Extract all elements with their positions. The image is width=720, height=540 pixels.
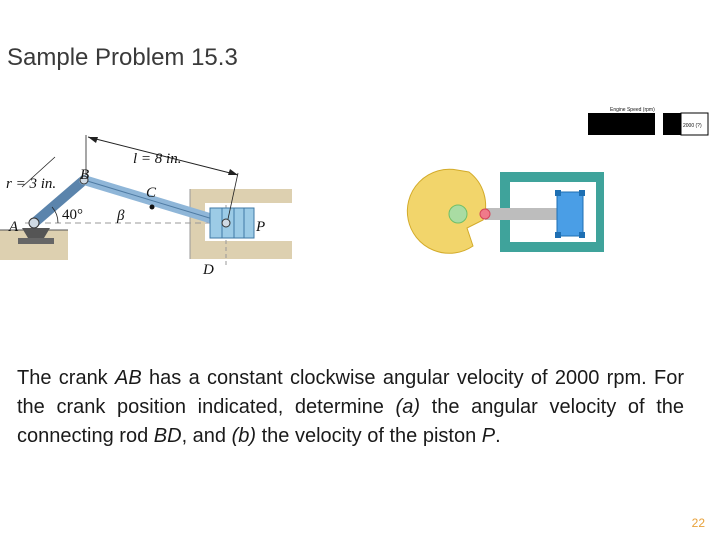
piston-p	[209, 207, 255, 239]
label-c: C	[146, 185, 157, 201]
pin-support-a	[22, 228, 50, 238]
label-a: A	[8, 219, 19, 235]
label-angle: 40°	[62, 207, 83, 223]
crank-diagram: l = 8 in. r = 3 in. B C A 40° β P D	[0, 125, 300, 285]
speed-value: 2000 (?)	[683, 123, 702, 129]
crank-pivot	[448, 204, 468, 224]
speed-bar	[588, 113, 708, 135]
label-length: l = 8 in.	[133, 151, 181, 167]
speed-input[interactable]	[680, 112, 709, 136]
speed-label: Engine Speed (rpm)	[610, 107, 655, 113]
label-beta: β	[116, 208, 125, 224]
crank-disk	[406, 168, 487, 254]
slide-title: Sample Problem 15.3	[7, 44, 238, 71]
label-b: B	[80, 167, 89, 183]
animated-piston	[556, 191, 584, 237]
label-d: D	[202, 262, 214, 278]
point-c	[149, 204, 155, 210]
piston-rod	[485, 208, 557, 220]
page-number: 22	[691, 516, 705, 530]
problem-statement: The crank AB has a constant clockwise an…	[17, 367, 685, 447]
label-p: P	[255, 219, 265, 235]
mechanism-animation: Engine Speed (rpm) 2000 (?)	[405, 100, 715, 260]
crank-ab	[29, 175, 89, 228]
crank-pin	[479, 208, 491, 220]
label-radius: r = 3 in.	[6, 176, 56, 192]
